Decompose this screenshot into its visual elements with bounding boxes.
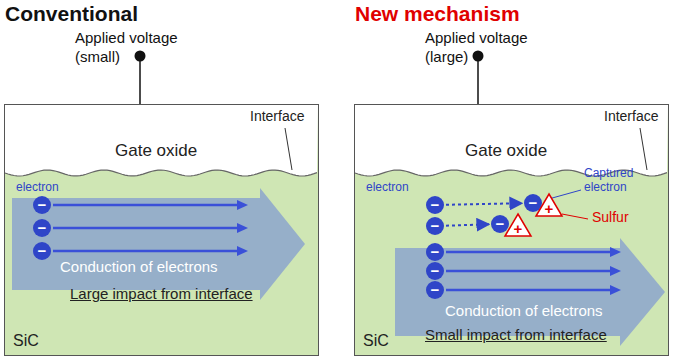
- electron-path: [53, 246, 248, 256]
- gate-wire: [477, 56, 479, 105]
- sic-ground: [355, 105, 668, 355]
- sulfur-outline: [505, 214, 531, 236]
- sic-region: −−−Conduction of electronsSmall impact f…: [355, 175, 668, 355]
- electron-path-line: [53, 227, 237, 230]
- electron-path-line: [446, 289, 610, 292]
- device-panel: Gate oxide−−−Conduction of electronsSmal…: [355, 105, 668, 355]
- electron-path: [446, 266, 621, 276]
- leader-line: [285, 128, 292, 170]
- region-label: Gate oxide: [115, 141, 197, 161]
- charge-sign: −: [426, 281, 444, 299]
- capture-arrow: [446, 224, 489, 225]
- flow-arrow: [395, 238, 665, 346]
- sulfur-triangle: +: [535, 193, 563, 217]
- region-label: SiC: [13, 332, 39, 350]
- sic-region: −−−Conduction of electronsLarge impact f…: [5, 175, 318, 355]
- impact-note: Small impact from interface: [425, 326, 607, 343]
- electron-path: [446, 247, 621, 257]
- voltage-label: Applied voltage (small): [75, 28, 193, 66]
- interface-line: [5, 170, 317, 176]
- captured-label: Captured electron: [584, 166, 648, 194]
- electron-path-head: [610, 247, 621, 257]
- sulfur-outline: [536, 194, 562, 216]
- electron-path-head: [610, 266, 621, 276]
- electron-path: [53, 223, 248, 233]
- electron-path-head: [237, 246, 248, 256]
- charge-sign: −: [491, 215, 509, 233]
- arrow-label: Conduction of electrons: [445, 302, 603, 319]
- capture-arrow: [446, 203, 522, 205]
- electron-symbol: −: [33, 196, 51, 214]
- conduction-arrow: −−−Conduction of electronsLarge impact f…: [12, 188, 305, 308]
- electron-symbol: −: [426, 262, 444, 280]
- electron-symbol: −: [491, 215, 509, 233]
- electron-symbol: −: [426, 217, 444, 235]
- electron-path-line: [446, 270, 610, 273]
- electron-symbol: −: [33, 219, 51, 237]
- charge-sign: −: [426, 243, 444, 261]
- oxide-fill: [5, 105, 318, 176]
- panel-heading: Conventional: [5, 2, 138, 26]
- impact-note: Large impact from interface: [70, 285, 253, 302]
- electron-symbol: −: [426, 196, 444, 214]
- electron-symbol: −: [426, 243, 444, 261]
- charge-sign: −: [33, 196, 51, 214]
- electron-path-line: [53, 204, 237, 207]
- voltage-label: Applied voltage (large): [425, 28, 543, 66]
- flow-arrow: [12, 188, 305, 300]
- leader-line: [562, 214, 588, 219]
- electron-path-line: [53, 250, 237, 253]
- electron-path: [446, 285, 621, 295]
- sulfur-triangle: +: [504, 213, 532, 237]
- electron-symbol: −: [33, 242, 51, 260]
- charge-sign: −: [426, 196, 444, 214]
- region-label: SiC: [363, 332, 389, 350]
- interface-label: Interface: [604, 108, 658, 124]
- charge-sign: +: [504, 221, 532, 236]
- charge-sign: −: [426, 217, 444, 235]
- electron-path-head: [237, 200, 248, 210]
- charge-sign: +: [535, 201, 563, 216]
- charge-sign: −: [33, 242, 51, 260]
- gate-terminal: [473, 51, 484, 62]
- sic-ground: [5, 105, 318, 355]
- conduction-arrow: −−−Conduction of electronsSmall impact f…: [395, 238, 665, 348]
- leader-line: [640, 128, 647, 170]
- electron-label: electron: [366, 180, 409, 194]
- gate-wire: [139, 56, 141, 105]
- charge-sign: −: [426, 262, 444, 280]
- oxide-fill: [355, 105, 668, 176]
- sulfur-label: Sulfur: [592, 209, 629, 225]
- region-label: Gate oxide: [465, 141, 547, 161]
- interface-label: Interface: [250, 108, 304, 124]
- panel-heading: New mechanism: [355, 2, 520, 26]
- electron-path-head: [610, 285, 621, 295]
- electron-path: [53, 200, 248, 210]
- arrow-label: Conduction of electrons: [60, 258, 218, 275]
- charge-sign: −: [33, 219, 51, 237]
- electron-path-line: [446, 251, 610, 254]
- device-panel: Gate oxide−−−Conduction of electronsLarg…: [5, 105, 318, 355]
- electron-label: electron: [16, 180, 59, 194]
- gate-terminal: [135, 51, 146, 62]
- electron-symbol: −: [426, 281, 444, 299]
- electron-path-head: [237, 223, 248, 233]
